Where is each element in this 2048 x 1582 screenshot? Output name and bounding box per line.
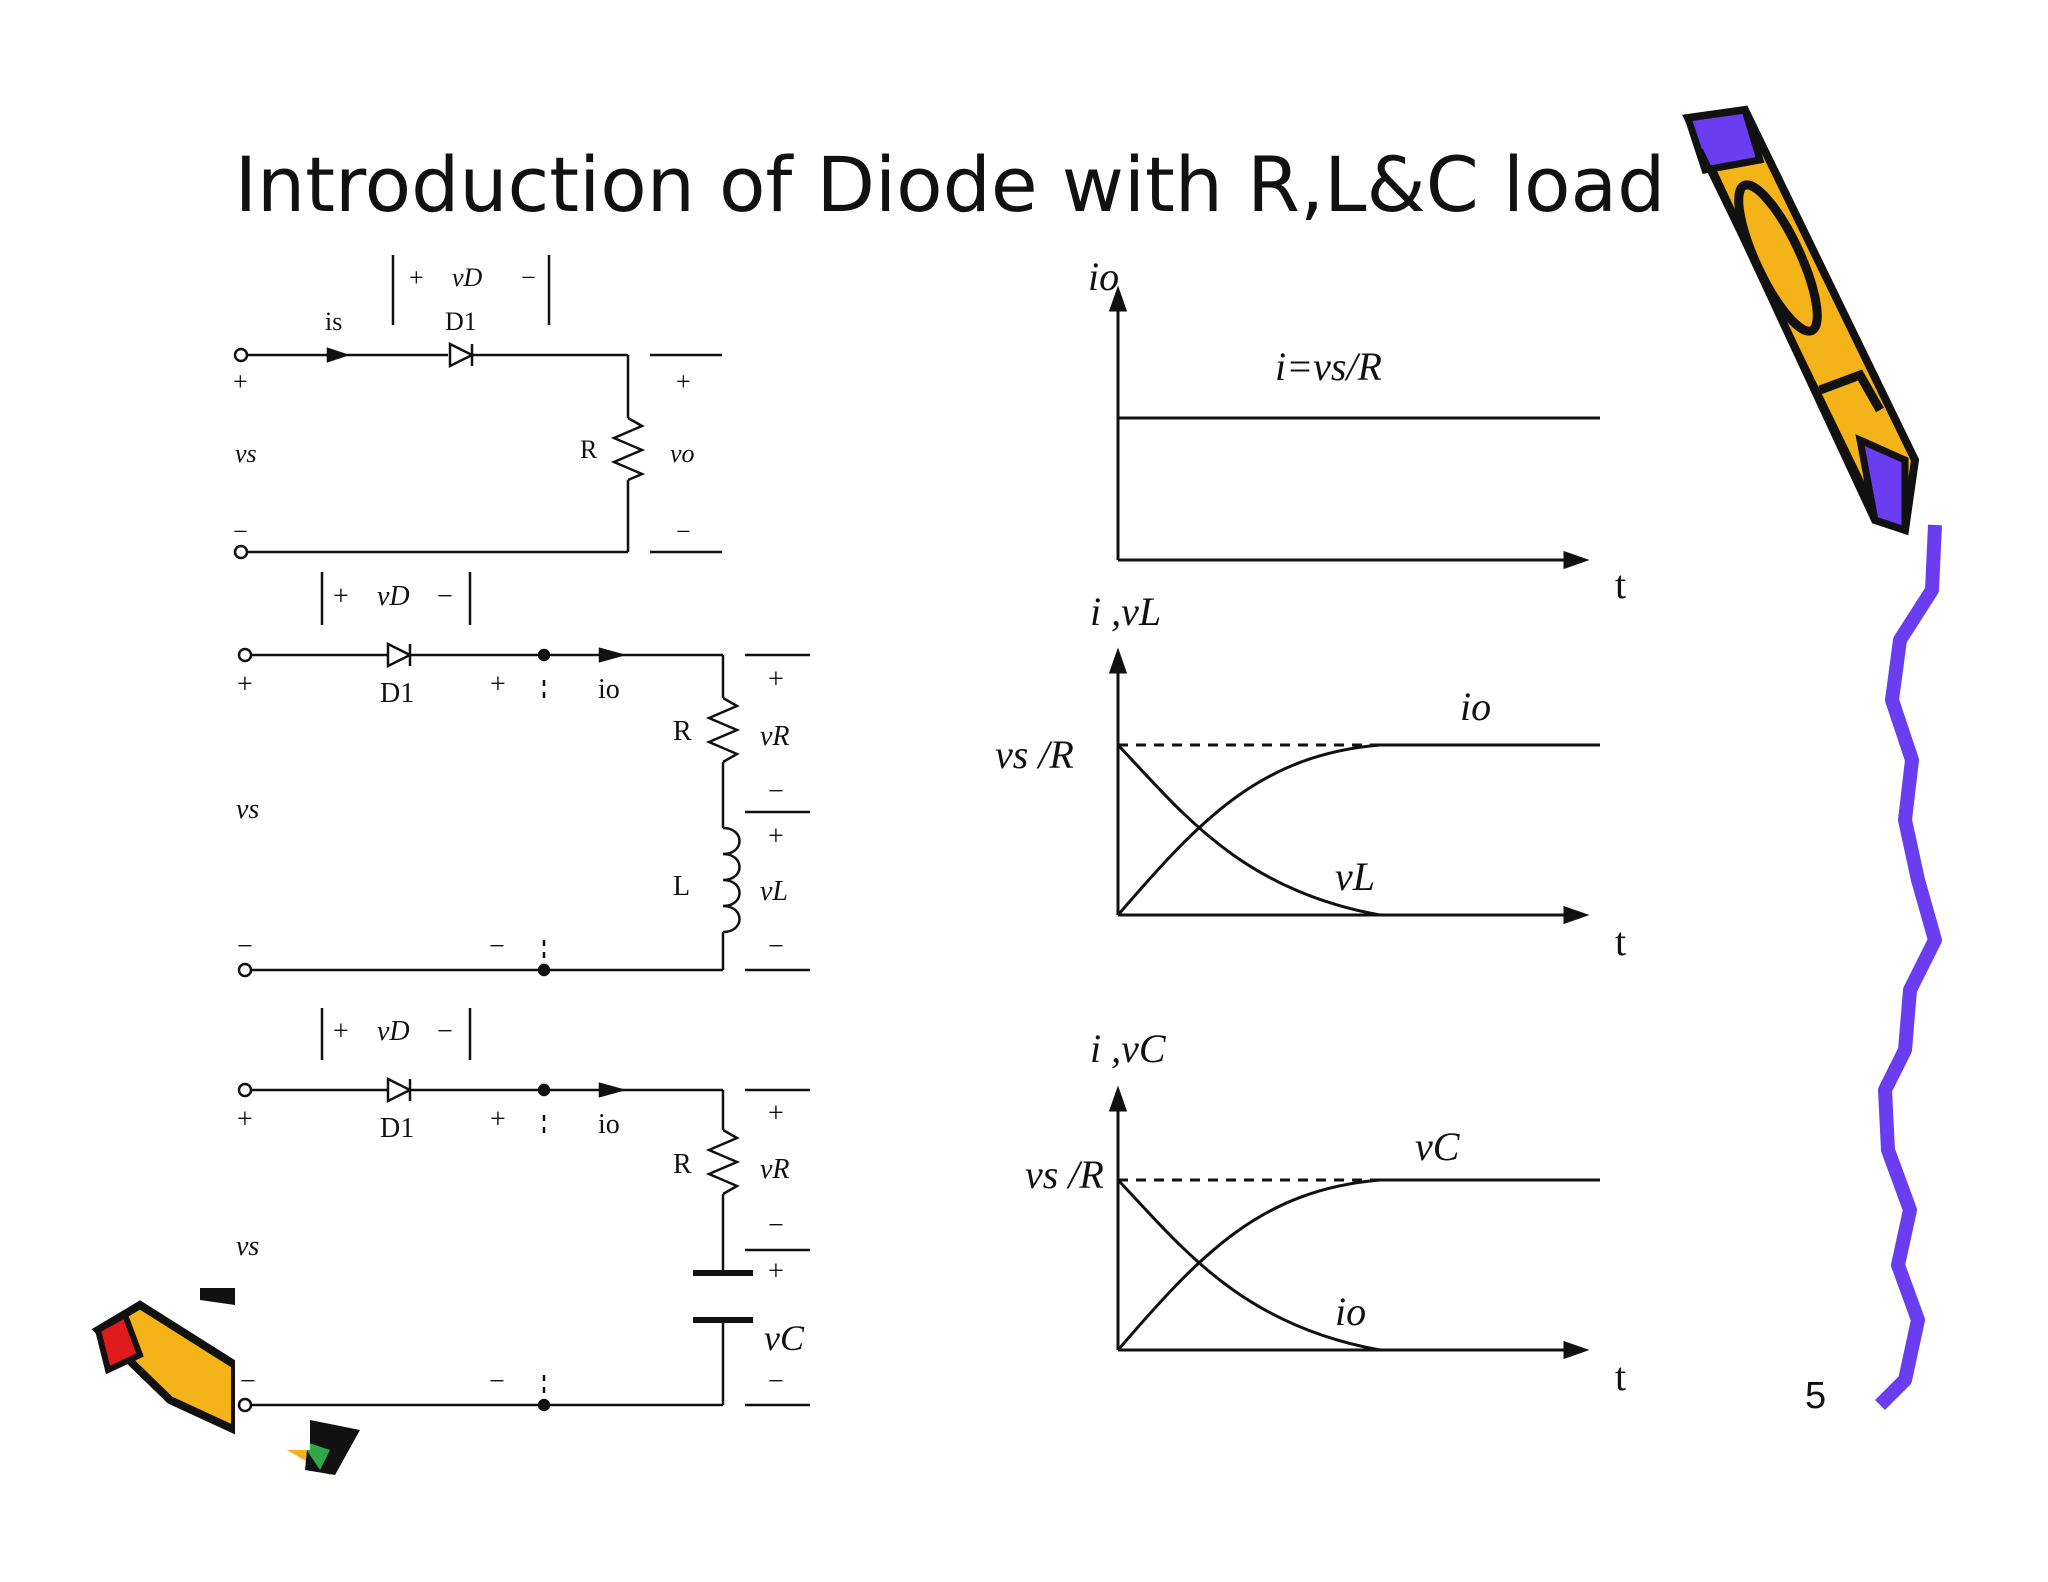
c1-out-label: vo (670, 439, 695, 468)
c2-resistor-label: R (673, 716, 692, 747)
resistor-symbol (610, 416, 646, 482)
c2-vd-minus: − (437, 581, 453, 612)
g1-x-label: t (1615, 562, 1626, 607)
c3-diode-label: D1 (380, 1113, 414, 1144)
c2-src-plus: + (237, 669, 253, 700)
graph-rl (1108, 647, 1600, 925)
c3-vc-label: vC (764, 1318, 805, 1358)
g2-falling-label: vL (1335, 854, 1375, 899)
c3-vr-plus: + (768, 1098, 784, 1129)
graph-rc (1108, 1085, 1600, 1360)
c2-vd-label: vD (377, 581, 410, 612)
io-rising-curve (1116, 743, 1600, 916)
c2-vl-label: vL (760, 876, 788, 907)
pencil-bottom-left-icon (91, 1288, 360, 1475)
vl-decay-curve (1116, 743, 1381, 917)
c3-vc-minus: − (768, 1366, 784, 1397)
c1-out-minus: − (676, 517, 691, 546)
c2-node-minus: − (489, 931, 505, 962)
slide-title: Introduction of Diode with R,L&C load (234, 140, 1666, 229)
c3-vc-plus: + (768, 1256, 784, 1287)
g3-falling-label: io (1335, 1289, 1366, 1334)
c2-vr-minus: − (768, 776, 784, 807)
c3-vd-minus: − (437, 1016, 453, 1047)
c3-vr-minus: − (768, 1210, 784, 1241)
inductor-symbol (722, 826, 741, 934)
c2-vr-plus: + (768, 664, 784, 695)
g1-y-label: io (1088, 254, 1119, 299)
pencil-top-right-icon (1682, 105, 1920, 536)
g3-y-label: i ,vC (1090, 1026, 1167, 1071)
c1-diode-label: D1 (445, 307, 477, 336)
c1-src-plus: + (233, 367, 248, 396)
squiggle-line-icon (1875, 524, 1942, 1410)
c1-vd-plus: + (409, 263, 424, 292)
g2-rising-label: io (1460, 684, 1491, 729)
c3-node-plus: + (490, 1104, 506, 1135)
resistor-symbol (705, 1128, 741, 1196)
page-number: 5 (1805, 1375, 1827, 1417)
circuit-rc (237, 1008, 810, 1413)
c2-inductor-label: L (673, 871, 690, 902)
c1-vd-label: vD (452, 263, 483, 292)
terminal-top (233, 347, 249, 363)
circuit-r (233, 255, 722, 560)
c2-src-label: vs (236, 794, 259, 825)
c2-src-minus: − (237, 931, 253, 962)
c1-current-label: is (325, 307, 342, 336)
circuit-rl (237, 572, 810, 978)
c2-node-plus: + (490, 669, 506, 700)
c3-current-label: io (598, 1109, 620, 1140)
c3-node-minus: − (489, 1366, 505, 1397)
c3-vd-label: vD (377, 1016, 410, 1047)
c2-vl-plus: + (768, 821, 784, 852)
g1-curve-label: i=vs/R (1275, 344, 1382, 389)
io-decay-curve (1116, 1178, 1381, 1352)
g3-level-label: vs /R (1025, 1152, 1104, 1197)
resistor-symbol (705, 696, 741, 764)
c3-src-label: vs (236, 1231, 259, 1262)
c3-src-minus: − (240, 1366, 256, 1397)
g2-level-label: vs /R (995, 732, 1074, 777)
c2-current-label: io (598, 674, 620, 705)
c3-vr-label: vR (760, 1154, 790, 1185)
c1-vd-minus: − (521, 263, 536, 292)
c1-resistor-label: R (580, 435, 598, 464)
g3-rising-label: vC (1415, 1124, 1461, 1169)
vc-rising-curve (1116, 1178, 1600, 1351)
c1-out-plus: + (676, 367, 691, 396)
c3-resistor-label: R (673, 1149, 692, 1180)
c3-vd-plus: + (333, 1016, 349, 1047)
terminal-bottom (233, 544, 249, 560)
graph-r (1108, 285, 1600, 570)
c1-src-label: vs (235, 439, 257, 468)
g2-y-label: i ,vL (1090, 589, 1161, 634)
c1-src-minus: − (233, 517, 248, 546)
g2-x-label: t (1615, 919, 1626, 964)
c2-vd-plus: + (333, 581, 349, 612)
c3-src-plus: + (237, 1104, 253, 1135)
c2-vl-minus: − (768, 931, 784, 962)
c2-vr-label: vR (760, 721, 790, 752)
g3-x-label: t (1615, 1354, 1626, 1399)
c2-diode-label: D1 (380, 678, 414, 709)
